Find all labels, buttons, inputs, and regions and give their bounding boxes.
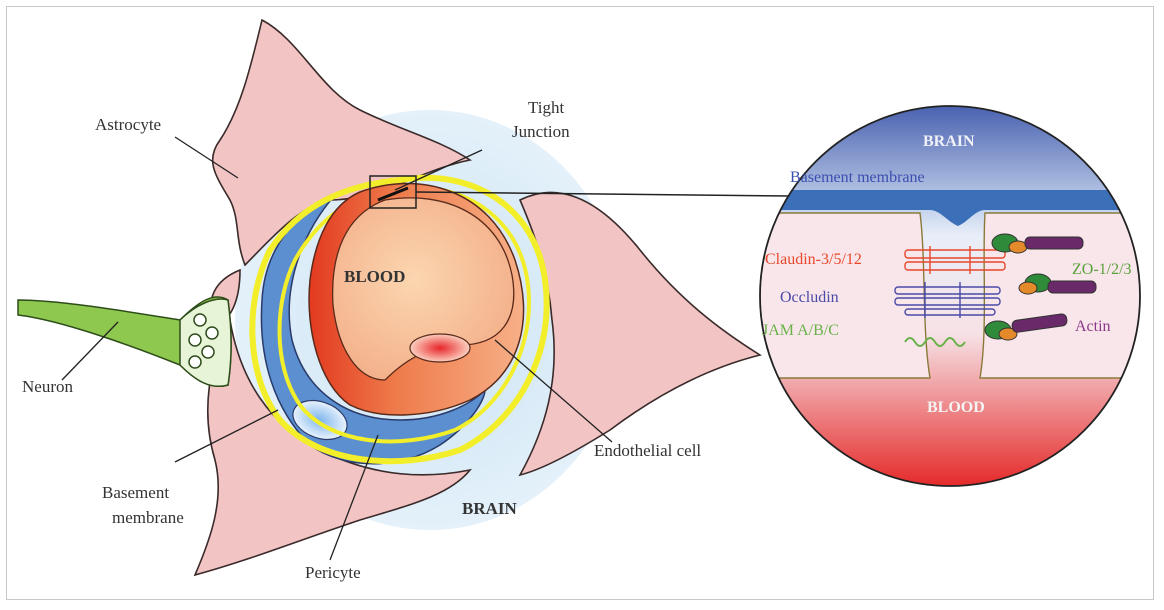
label-brain: BRAIN xyxy=(462,499,518,518)
label-pericyte: Pericyte xyxy=(305,563,361,582)
inset-label-brain: BRAIN xyxy=(923,133,975,150)
label-astrocyte: Astrocyte xyxy=(95,115,161,134)
inset-label-occludin: Occludin xyxy=(780,289,839,306)
label-tight-junction-2: Junction xyxy=(512,122,570,141)
endothelial-nucleus xyxy=(410,334,470,362)
neuron xyxy=(18,297,231,386)
inset-label-blood: BLOOD xyxy=(927,399,985,416)
label-tight-junction-1: Tight xyxy=(528,98,565,117)
inset-label-jam: JAM A/B/C xyxy=(762,322,839,339)
label-blood: BLOOD xyxy=(344,267,405,286)
label-endothelial-cell: Endothelial cell xyxy=(594,441,701,460)
inset-label-claudin: Claudin-3/5/12 xyxy=(765,251,862,268)
inset-label-zo: ZO-1/2/3 xyxy=(1072,261,1132,278)
label-basement-1: Basement xyxy=(102,483,169,502)
inset-label-actin: Actin xyxy=(1075,318,1111,335)
inset-label-basement: Basement membrane xyxy=(790,169,925,186)
label-basement-2: membrane xyxy=(112,508,184,527)
label-neuron: Neuron xyxy=(22,377,73,396)
